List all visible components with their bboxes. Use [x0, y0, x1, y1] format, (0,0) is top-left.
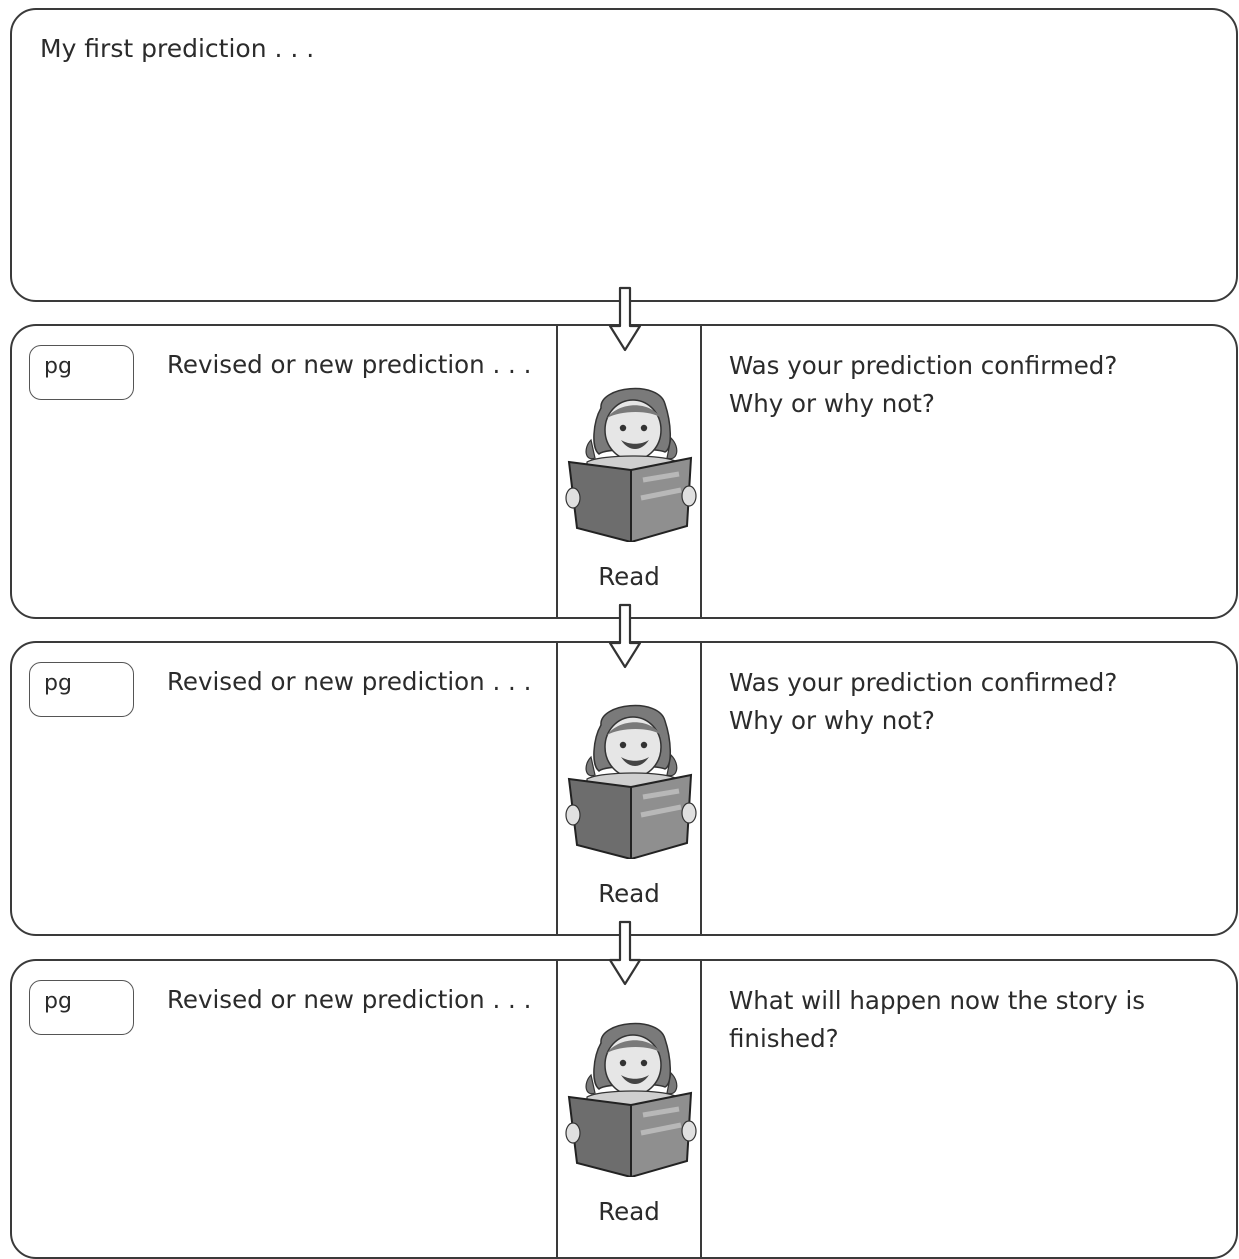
question-line: Was your prediction confirmed?: [729, 668, 1118, 697]
prediction-row-2: pg Revised or new prediction . . . Read …: [10, 641, 1238, 936]
page-number-label: pg: [44, 989, 72, 1014]
prediction-row-3: pg Revised or new prediction . . . Read …: [10, 959, 1238, 1259]
question-line: Why or why not?: [729, 389, 935, 418]
first-prediction-box: My first prediction . . .: [10, 8, 1238, 302]
confirmation-question: Was your prediction confirmed? Why or wh…: [729, 664, 1199, 740]
read-label: Read: [598, 562, 660, 591]
read-column: Read: [556, 326, 702, 617]
down-arrow-icon: [608, 920, 642, 986]
down-arrow-icon: [608, 286, 642, 352]
revised-prediction-label: Revised or new prediction . . .: [167, 667, 532, 696]
read-label: Read: [598, 879, 660, 908]
girl-reading-book-icon: [561, 378, 697, 542]
read-column: Read: [556, 961, 702, 1257]
question-line: Was your prediction confirmed?: [729, 351, 1118, 380]
final-question: What will happen now the story is finish…: [729, 982, 1199, 1058]
page-number-box: pg: [29, 345, 134, 400]
revised-prediction-label: Revised or new prediction . . .: [167, 350, 532, 379]
girl-reading-book-icon: [561, 1013, 697, 1177]
read-label: Read: [598, 1197, 660, 1226]
read-column: Read: [556, 643, 702, 934]
prediction-row-1: pg Revised or new prediction . . . Read …: [10, 324, 1238, 619]
question-line: finished?: [729, 1024, 839, 1053]
first-prediction-label: My first prediction . . .: [40, 34, 315, 63]
down-arrow-icon: [608, 603, 642, 669]
question-line: Why or why not?: [729, 706, 935, 735]
revised-prediction-label: Revised or new prediction . . .: [167, 985, 532, 1014]
question-line: What will happen now the story is: [729, 986, 1146, 1015]
confirmation-question: Was your prediction confirmed? Why or wh…: [729, 347, 1199, 423]
girl-reading-book-icon: [561, 695, 697, 859]
page-number-label: pg: [44, 354, 72, 379]
page-number-label: pg: [44, 671, 72, 696]
page-number-box: pg: [29, 662, 134, 717]
page-number-box: pg: [29, 980, 134, 1035]
